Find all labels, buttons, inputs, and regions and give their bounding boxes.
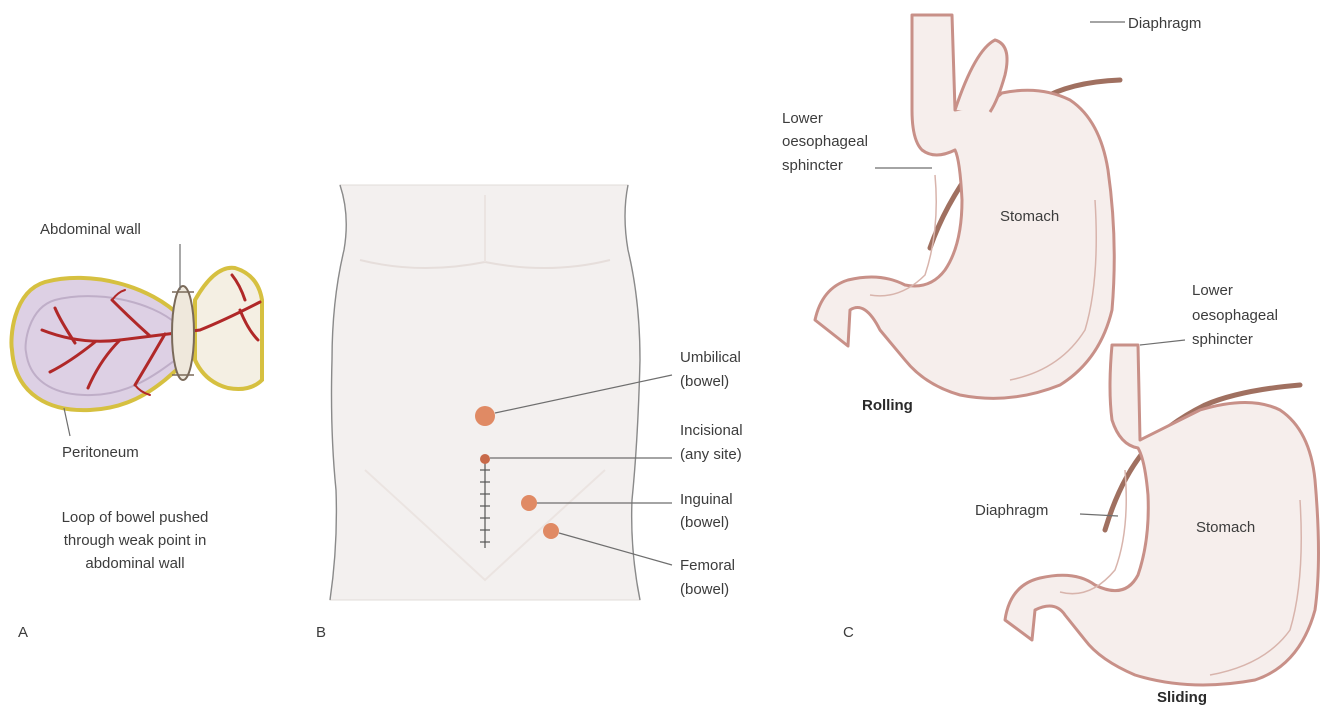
- label-abdominal-wall: Abdominal wall: [40, 221, 141, 238]
- panel-letter-a: A: [18, 624, 28, 641]
- label-rolling-sphincter-1: Lower: [782, 110, 823, 127]
- sliding-stomach-group: [1005, 340, 1319, 685]
- femoral-site-dot: [543, 523, 559, 539]
- panel-b: Umbilical (bowel) Incisional (any site) …: [316, 185, 743, 641]
- incisional-site-dot: [480, 454, 490, 464]
- umbilical-site-dot: [475, 406, 495, 426]
- caption-line-1: Loop of bowel pushed: [62, 509, 209, 526]
- label-sliding-stomach: Stomach: [1196, 519, 1255, 536]
- panel-letter-b: B: [316, 624, 326, 641]
- label-rolling-title: Rolling: [862, 397, 913, 414]
- label-sliding-sphincter-1: Lower: [1192, 282, 1233, 299]
- inguinal-site-dot: [521, 495, 537, 511]
- caption-line-3: abdominal wall: [85, 555, 184, 572]
- leader-peritoneum: [64, 408, 70, 436]
- label-rolling-sphincter-2: oesophageal: [782, 133, 868, 150]
- label-femoral-detail: (bowel): [680, 581, 729, 598]
- label-rolling-sphincter-3: sphincter: [782, 157, 843, 174]
- leader-sliding-sphincter: [1140, 340, 1185, 345]
- label-umbilical: Umbilical: [680, 349, 741, 366]
- label-peritoneum: Peritoneum: [62, 444, 139, 461]
- label-sliding-sphincter-3: sphincter: [1192, 331, 1253, 348]
- label-sliding-diaphragm: Diaphragm: [975, 502, 1048, 519]
- label-rolling-diaphragm: Diaphragm: [1128, 15, 1201, 32]
- panel-a: Abdominal wall Peritoneum Loop of bowel …: [11, 221, 262, 641]
- label-inguinal: Inguinal: [680, 491, 733, 508]
- sliding-stomach: [1005, 345, 1319, 685]
- label-sliding-title: Sliding: [1157, 689, 1207, 706]
- hernia-sac: [11, 278, 182, 410]
- rolling-stomach-group: [815, 15, 1125, 398]
- panel-c: Lower oesophageal sphincter Diaphragm St…: [782, 15, 1319, 706]
- label-rolling-stomach: Stomach: [1000, 208, 1059, 225]
- label-inguinal-detail: (bowel): [680, 514, 729, 531]
- label-incisional-detail: (any site): [680, 446, 742, 463]
- label-umbilical-detail: (bowel): [680, 373, 729, 390]
- label-femoral: Femoral: [680, 557, 735, 574]
- label-sliding-sphincter-2: oesophageal: [1192, 307, 1278, 324]
- label-incisional: Incisional: [680, 422, 743, 439]
- rolling-stomach: [815, 15, 1114, 398]
- caption-line-2: through weak point in: [64, 532, 207, 549]
- abdominal-wall-ring: [172, 286, 194, 380]
- panel-letter-c: C: [843, 624, 854, 641]
